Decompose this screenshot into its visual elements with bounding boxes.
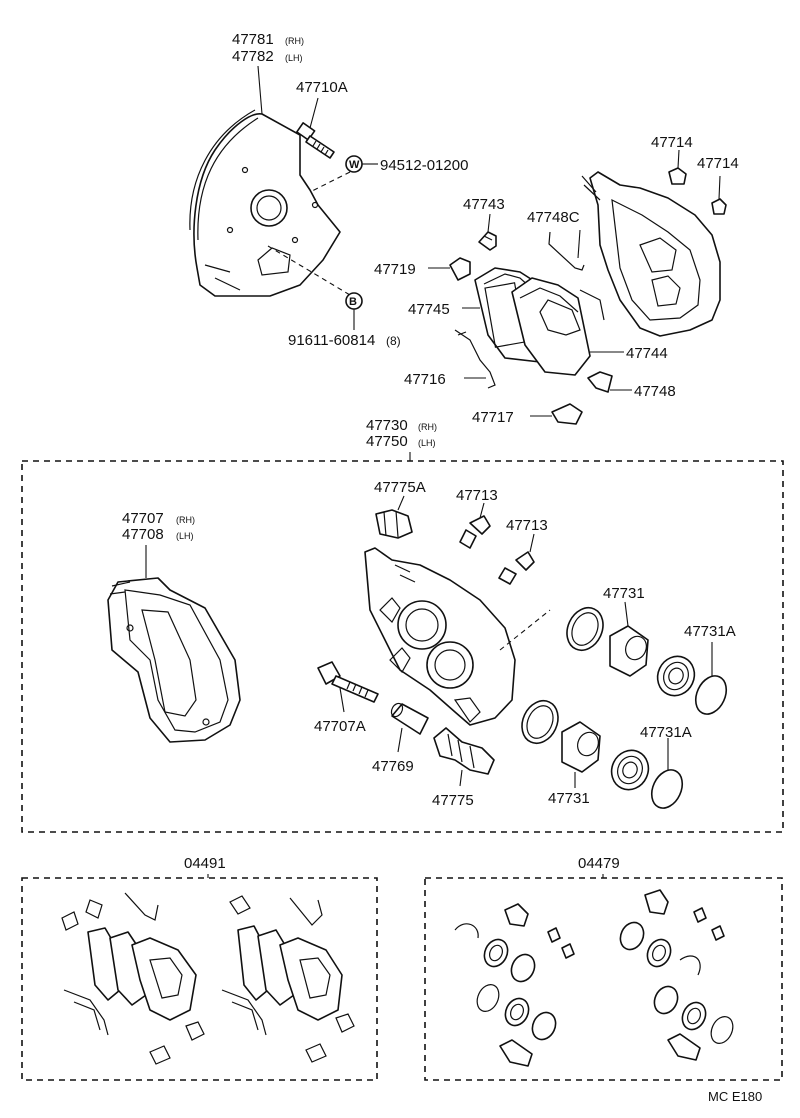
pad-kit-04491-box — [21, 877, 378, 1081]
label-47714-a: 47714 — [651, 134, 693, 151]
label-47717: 47717 — [472, 409, 514, 426]
label-47731A-b: 47731A — [640, 724, 692, 741]
brake-pad-47744[interactable] — [511, 277, 591, 376]
label-47731-a: 47731 — [603, 585, 645, 602]
boot-47731A-lower[interactable] — [605, 744, 655, 795]
seal-kit-04479-parts[interactable] — [454, 889, 737, 1067]
ring-47731A-upper[interactable] — [690, 671, 732, 719]
clip-47717[interactable] — [551, 403, 583, 425]
label-47707-side: (RH) — [176, 515, 195, 525]
label-47714-b: 47714 — [697, 155, 739, 172]
bolt-47710A[interactable] — [296, 122, 335, 159]
bleeder-plug-47713-b[interactable] — [498, 551, 535, 585]
pin-boot-47775[interactable] — [433, 727, 495, 775]
anti-squeal-clip-47743[interactable] — [478, 231, 497, 251]
label-91611-60814: 91611-60814 — [288, 332, 375, 349]
washer-symbol: W — [345, 155, 363, 173]
label-47781-side: (RH) — [285, 36, 304, 46]
bleeder-cap-47775A[interactable] — [375, 509, 413, 539]
label-47731A-a: 47731A — [684, 623, 736, 640]
caliper-cylinder-body[interactable] — [364, 547, 516, 726]
label-47713-b: 47713 — [506, 517, 548, 534]
piston-seal-47731-lower[interactable] — [515, 695, 564, 749]
bolt-symbol: B — [345, 292, 363, 310]
label-47716: 47716 — [404, 371, 446, 388]
label-47708-side: (LH) — [176, 531, 194, 541]
bushing-47769[interactable] — [389, 701, 429, 735]
cap-47714-b[interactable] — [711, 198, 727, 215]
label-47750-side: (LH) — [418, 438, 436, 448]
pin-bolt-47707A[interactable] — [317, 661, 379, 703]
dust-cover[interactable] — [189, 109, 341, 297]
caliper-body-upper[interactable] — [581, 171, 721, 337]
label-47769: 47769 — [372, 758, 414, 775]
label-47731-b: 47731 — [548, 790, 590, 807]
pad-kit-04491-parts[interactable] — [61, 892, 355, 1065]
label-47719: 47719 — [374, 261, 416, 278]
label-47707: 47707 — [122, 510, 164, 527]
cap-47714-a[interactable] — [668, 167, 687, 185]
label-91611-qty: (8) — [386, 334, 401, 348]
seal-kit-04479-box — [424, 877, 783, 1081]
bleeder-plug-47713-a[interactable] — [459, 515, 491, 549]
label-47775A: 47775A — [374, 479, 426, 496]
label-47748C: 47748C — [527, 209, 580, 226]
caliper-assembly-box — [21, 460, 784, 833]
label-47745: 47745 — [408, 301, 450, 318]
label-04491: 04491 — [184, 855, 226, 872]
pad-wear-indicator-47748C[interactable] — [548, 231, 605, 321]
label-47744: 47744 — [626, 345, 668, 362]
svg-text:W: W — [349, 159, 360, 171]
boot-47731A-upper[interactable] — [651, 650, 701, 701]
label-47775: 47775 — [432, 792, 474, 809]
piston-47731-lower[interactable] — [561, 721, 602, 773]
label-47743: 47743 — [463, 196, 505, 213]
label-47730: 47730 — [366, 417, 408, 434]
label-47782-side: (LH) — [285, 53, 303, 63]
caliper-support-47707[interactable] — [107, 577, 241, 743]
label-47730-side: (RH) — [418, 422, 437, 432]
piston-seal-47731-upper[interactable] — [560, 602, 609, 656]
label-94512-01200: 94512-01200 — [380, 157, 468, 174]
label-04479: 04479 — [578, 855, 620, 872]
clip-47719[interactable] — [449, 257, 471, 281]
svg-text:B: B — [349, 296, 357, 308]
label-47781: 47781 — [232, 31, 274, 48]
clip-47748[interactable] — [587, 371, 613, 393]
label-47713-a: 47713 — [456, 487, 498, 504]
label-47708: 47708 — [122, 526, 164, 543]
label-47710A: 47710A — [296, 79, 348, 96]
label-47782: 47782 — [232, 48, 274, 65]
label-47748: 47748 — [634, 383, 676, 400]
label-47707A: 47707A — [314, 718, 366, 735]
label-47750: 47750 — [366, 433, 408, 450]
clip-47716[interactable] — [454, 329, 496, 389]
ring-47731A-lower[interactable] — [646, 765, 688, 813]
diagram-code: MC E180 — [708, 1089, 762, 1104]
piston-47731-upper[interactable] — [609, 625, 650, 677]
